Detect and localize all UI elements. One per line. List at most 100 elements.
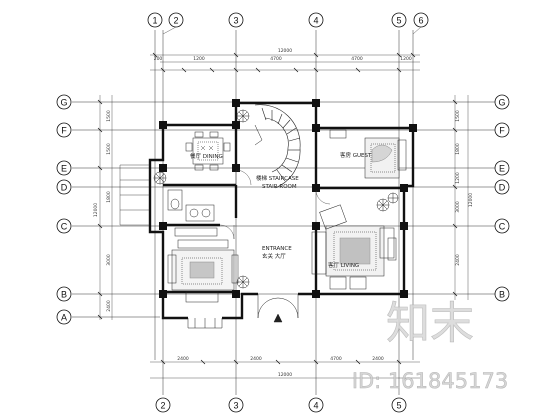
dimension-ticks (97, 52, 458, 365)
walls (148, 101, 415, 320)
balcony-slats (119, 164, 150, 226)
axis-bubble-left-A: A (56, 309, 72, 325)
axis-bubble-top-5: 5 (391, 12, 407, 28)
room-label-dining: 餐厅 DINING (190, 152, 223, 160)
dim-top-seg-5: 1200 (400, 56, 412, 62)
dim-top-seg-1: 200 (154, 56, 163, 62)
axis-bubble-left-F: F (56, 122, 72, 138)
dim-right-total: 12000 (468, 193, 474, 207)
axis-label-right-B: B (499, 290, 505, 300)
axis-bubble-top-2: 2 (168, 12, 184, 28)
axis-bubble-left-C: C (56, 218, 72, 234)
top-axis-markers: 1 2 3 4 5 6 (147, 12, 429, 35)
dim-left-seg-1: 1500 (106, 110, 112, 122)
family-room-furniture (167, 227, 239, 303)
grid-lines (72, 30, 495, 395)
dim-bottom-seg-4: 2400 (372, 356, 384, 362)
living-room-furniture (311, 204, 397, 290)
spiral-staircase (254, 104, 301, 189)
axis-label-left-C: C (61, 222, 68, 232)
dim-right-seg-1: 1500 (455, 110, 461, 122)
dim-left-seg-3: 1800 (106, 191, 112, 203)
axis-label-right-G: G (498, 98, 505, 108)
dim-right-seg-3: 1200 (455, 172, 461, 184)
axis-label-right-E: E (499, 164, 505, 174)
dim-right-seg-4: 3000 (455, 201, 461, 213)
dim-left-total: 12000 (93, 203, 99, 217)
room-label-entrance: ENTRANCE (262, 246, 292, 252)
axis-bubble-bottom-2: 2 (155, 397, 171, 413)
guest-room-furniture (329, 129, 407, 179)
room-labels: 餐厅 DINING 楼梯 STAIRCASE STAIR ROOM 客房 GUE… (190, 151, 372, 269)
plant-2 (153, 171, 167, 185)
room-label-stair: 楼梯 STAIRCASE (256, 174, 299, 182)
axis-bubble-right-G: G (494, 94, 510, 110)
dim-top-seg-3: 4700 (270, 56, 282, 62)
dim-left-seg-4: 3000 (106, 254, 112, 266)
axis-label-left-D: D (61, 183, 68, 193)
dim-bottom-total: 12000 (278, 372, 292, 378)
dimension-lines (99, 54, 469, 379)
structural-columns (159, 99, 417, 298)
watermark-id: ID: 161845173 (352, 369, 508, 393)
axis-label-top-1: 1 (152, 16, 157, 26)
room-label-entrance-sub: 玄关 大厅 (262, 252, 286, 260)
axis-label-top-4: 4 (313, 16, 318, 26)
axis-bubble-right-F: F (494, 122, 510, 138)
axis-bubble-left-D: D (56, 179, 72, 195)
entrance-doors (187, 294, 299, 329)
axis-label-left-B: B (61, 290, 67, 300)
room-label-guest: 客房 GUEST (340, 151, 372, 159)
axis-label-bottom-5: 5 (396, 401, 401, 411)
dim-top-total: 12000 (278, 48, 292, 54)
axis-label-left-E: E (61, 164, 67, 174)
plant-4 (376, 198, 390, 212)
axis-label-top-6: 6 (418, 16, 423, 26)
plant-5 (387, 192, 399, 204)
watermark: 知末 ID: 161845173 (352, 298, 509, 394)
plant-3 (236, 275, 250, 289)
axis-bubble-right-D: D (494, 179, 510, 195)
axis-bubble-right-C: C (494, 218, 510, 234)
bottom-axis-markers: 2 3 4 5 (155, 397, 407, 413)
dim-top-seg-2: 1200 (193, 56, 205, 62)
door-swings (219, 169, 331, 240)
axis-bubble-bottom-3: 3 (228, 397, 244, 413)
axis-label-left-F: F (61, 126, 67, 136)
axis-label-left-A: A (61, 313, 67, 323)
room-label-stair-sub: STAIR ROOM (262, 184, 297, 190)
room-label-living: 客厅 LIVING (328, 261, 359, 269)
axis-label-top-2: 2 (173, 16, 178, 26)
axis-bubble-right-E: E (494, 160, 510, 176)
plants (153, 109, 399, 289)
axis-label-right-C: C (499, 222, 506, 232)
right-axis-markers: G F E D C B (494, 94, 510, 302)
axis-bubble-top-3: 3 (228, 12, 244, 28)
dim-bottom-seg-3: 4700 (330, 356, 342, 362)
bathroom-fixtures (167, 189, 215, 222)
dining-table (185, 131, 231, 171)
dim-right-seg-5: 2400 (455, 254, 461, 266)
plant-1 (236, 109, 250, 123)
axis-label-bottom-4: 4 (313, 401, 318, 411)
dimension-texts: 12000 200 1200 4700 4700 1200 2400 2400 … (93, 48, 474, 378)
axis-bubble-left-E: E (56, 160, 72, 176)
dim-top-seg-4: 4700 (351, 56, 363, 62)
axis-label-top-3: 3 (233, 16, 238, 26)
dim-left-seg-5: 2400 (106, 300, 112, 312)
dim-right-seg-2: 1800 (455, 143, 461, 155)
dim-bottom-seg-1: 2400 (177, 356, 189, 362)
axis-bubble-top-6: 6 (413, 12, 429, 28)
watermark-logo: 知末 (386, 298, 474, 349)
axis-bubble-right-B: B (494, 286, 510, 302)
dim-left-seg-2: 1500 (106, 143, 112, 155)
axis-bubble-bottom-5: 5 (391, 397, 407, 413)
axis-label-bottom-3: 3 (233, 401, 238, 411)
axis-label-top-5: 5 (396, 16, 401, 26)
dim-bottom-seg-2: 2400 (250, 356, 262, 362)
axis-bubble-left-B: B (56, 286, 72, 302)
left-axis-markers: G F E D C B A (56, 94, 72, 325)
axis-label-right-F: F (499, 126, 505, 136)
axis-bubble-top-1: 1 (147, 12, 163, 28)
